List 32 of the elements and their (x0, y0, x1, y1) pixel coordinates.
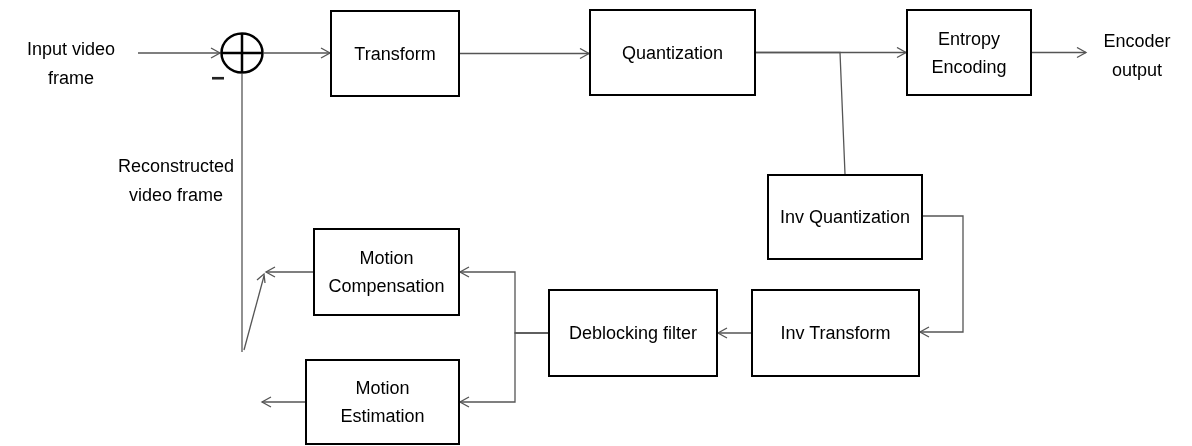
arrow (265, 266, 314, 278)
arrow (717, 327, 752, 339)
box-label: Deblocking filter (568, 322, 698, 345)
process-box (589, 9, 756, 96)
io-label: Input video frame (25, 38, 117, 90)
arrow (263, 47, 331, 59)
box-label: Motion Compensation (327, 247, 446, 298)
box-label: Motion Estimation (339, 377, 426, 428)
box-label: Transform (354, 42, 436, 66)
box-label: Quantization (621, 41, 724, 65)
arrow (459, 47, 590, 60)
arrow (1031, 46, 1087, 59)
io-label: Encoder output (1102, 30, 1172, 82)
box-label: Inv Quantization (779, 206, 911, 229)
box-label: Entropy Encoding (930, 27, 1008, 79)
process-box (751, 289, 920, 377)
arrow (261, 396, 306, 408)
signal-label: Reconstructed video frame (116, 155, 236, 207)
arrow (137, 47, 221, 59)
arrow (459, 332, 549, 408)
minus-sign: − (211, 66, 225, 90)
process-box (313, 228, 460, 316)
process-box (906, 9, 1032, 96)
process-box (305, 359, 460, 445)
summing-junction (220, 32, 264, 74)
arrow (919, 215, 964, 338)
box-label: Inv Transform (780, 322, 891, 345)
process-box (767, 174, 923, 260)
process-box (548, 289, 718, 377)
process-box (330, 10, 460, 97)
connector-line (755, 51, 846, 175)
connector-line (241, 73, 243, 353)
